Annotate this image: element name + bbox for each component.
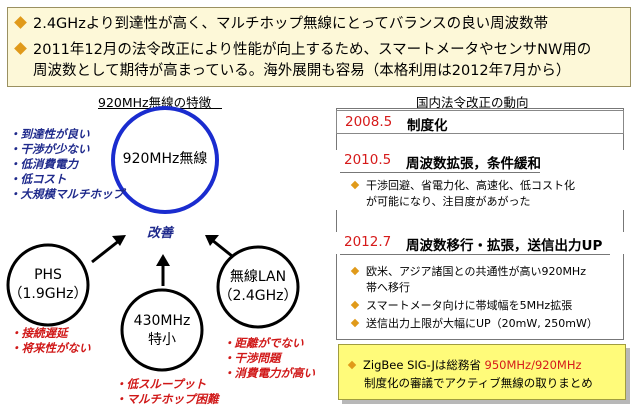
summary-banner: 2.4GHzより到達性が高く、マルチホップ無線にとってバランスの良い周波数帯 2… bbox=[7, 7, 631, 87]
step-2010-item-cont: が可能になり、注目度があがった bbox=[366, 195, 531, 208]
arrow-430-head-icon bbox=[156, 254, 170, 266]
step-date: 2012.7 bbox=[344, 234, 392, 250]
arrow-phs-head-icon bbox=[112, 235, 126, 246]
summary-line-1: 2.4GHzより到達性が高く、マルチホップ無線にとってバランスの良い周波数帯 bbox=[14, 14, 548, 34]
step-date: 2010.5 bbox=[344, 152, 392, 168]
left-section-title: 920MHz無線の特徴 bbox=[98, 95, 212, 110]
step-2010: 2010.5 周波数拡張，条件緩和 bbox=[336, 150, 624, 210]
diamond-bullet-icon bbox=[350, 266, 360, 276]
legal-revision-panel bbox=[336, 108, 624, 340]
arrow-phs bbox=[91, 238, 121, 264]
step-2010-underline bbox=[340, 172, 540, 173]
mhz430-circle bbox=[120, 288, 204, 372]
step-title: 周波数移行・拡張，送信出力UP bbox=[406, 238, 603, 254]
diamond-bullet-icon bbox=[350, 318, 360, 328]
summary-line-2: 2011年12月の法令改正により性能が向上するため、スマートメータやセンサNW用… bbox=[14, 40, 591, 60]
wlan-circle bbox=[216, 245, 300, 329]
step-2012-item: 欧米、アジア諸国との共通性が高い920MHz bbox=[350, 264, 586, 279]
diamond-bullet-icon bbox=[350, 300, 360, 310]
mhz430-issues: ・低スループット ・マルチホップ困難 bbox=[115, 377, 219, 406]
summary-line-3: 周波数として期待が高まっている。海外展開も容易（本格利用は2012年7月から） bbox=[33, 63, 571, 79]
zigbee-line-2: 制度化の審議でアクティブ無線の取りまとめ bbox=[364, 376, 593, 390]
step-title: 周波数拡張，条件緩和 bbox=[406, 156, 541, 172]
zigbee-note-box: ZigBee SIG-Jは総務省 950MHz/920MHz 制度化の審議でアク… bbox=[338, 344, 626, 400]
phs-issues: ・接続遅延 ・将来性がない bbox=[10, 326, 91, 355]
step-title: 制度化 bbox=[407, 118, 448, 134]
diamond-bullet-icon bbox=[350, 180, 360, 190]
wlan-label: 無線LAN （2.4GHz） bbox=[218, 269, 298, 304]
phs-circle bbox=[6, 243, 90, 327]
phs-label: PHS （1.9GHz） bbox=[8, 267, 88, 302]
step-2012-underline bbox=[340, 254, 610, 255]
arrow-wlan bbox=[211, 238, 233, 258]
main-circle-label: 920MHz無線 bbox=[122, 151, 208, 167]
features-list: ・到達性が良い ・干渉が少ない ・低消費電力 ・低コスト ・大規模マルチホップ bbox=[9, 127, 124, 201]
zigbee-highlight: 950MHz/920MHz bbox=[484, 358, 582, 372]
step-date: 2008.5 bbox=[345, 114, 393, 130]
step-2012-item: スマートメータ向けに帯域幅を5MHz拡張 bbox=[350, 298, 572, 313]
wlan-issues: ・距離がでない ・干渉問題 ・消費電力が高い bbox=[223, 336, 315, 380]
main-920mhz-circle bbox=[111, 106, 219, 214]
right-section-title: 国内法令改正の動向 bbox=[416, 95, 529, 110]
step-2012-item: 送信出力上限が大幅にUP（20mW, 250mW） bbox=[350, 316, 598, 331]
step-2008: 2008.5 制度化 bbox=[336, 110, 624, 134]
step-2012-item-cont: 帯へ移行 bbox=[366, 281, 410, 294]
improve-label: 改善 bbox=[147, 226, 174, 241]
step-2012: 2012.7 周波数移行・拡張，送信出力UP bbox=[336, 232, 624, 254]
step-2010-item: 干渉回避、省電力化、高速化、低コスト化 bbox=[350, 178, 575, 193]
arrow-wlan-head-icon bbox=[205, 235, 219, 246]
mhz430-label: 430MHz 特小 bbox=[133, 313, 191, 348]
zigbee-line-1: ZigBee SIG-Jは総務省 950MHz/920MHz bbox=[347, 357, 582, 373]
diamond-bullet-icon bbox=[347, 360, 357, 370]
